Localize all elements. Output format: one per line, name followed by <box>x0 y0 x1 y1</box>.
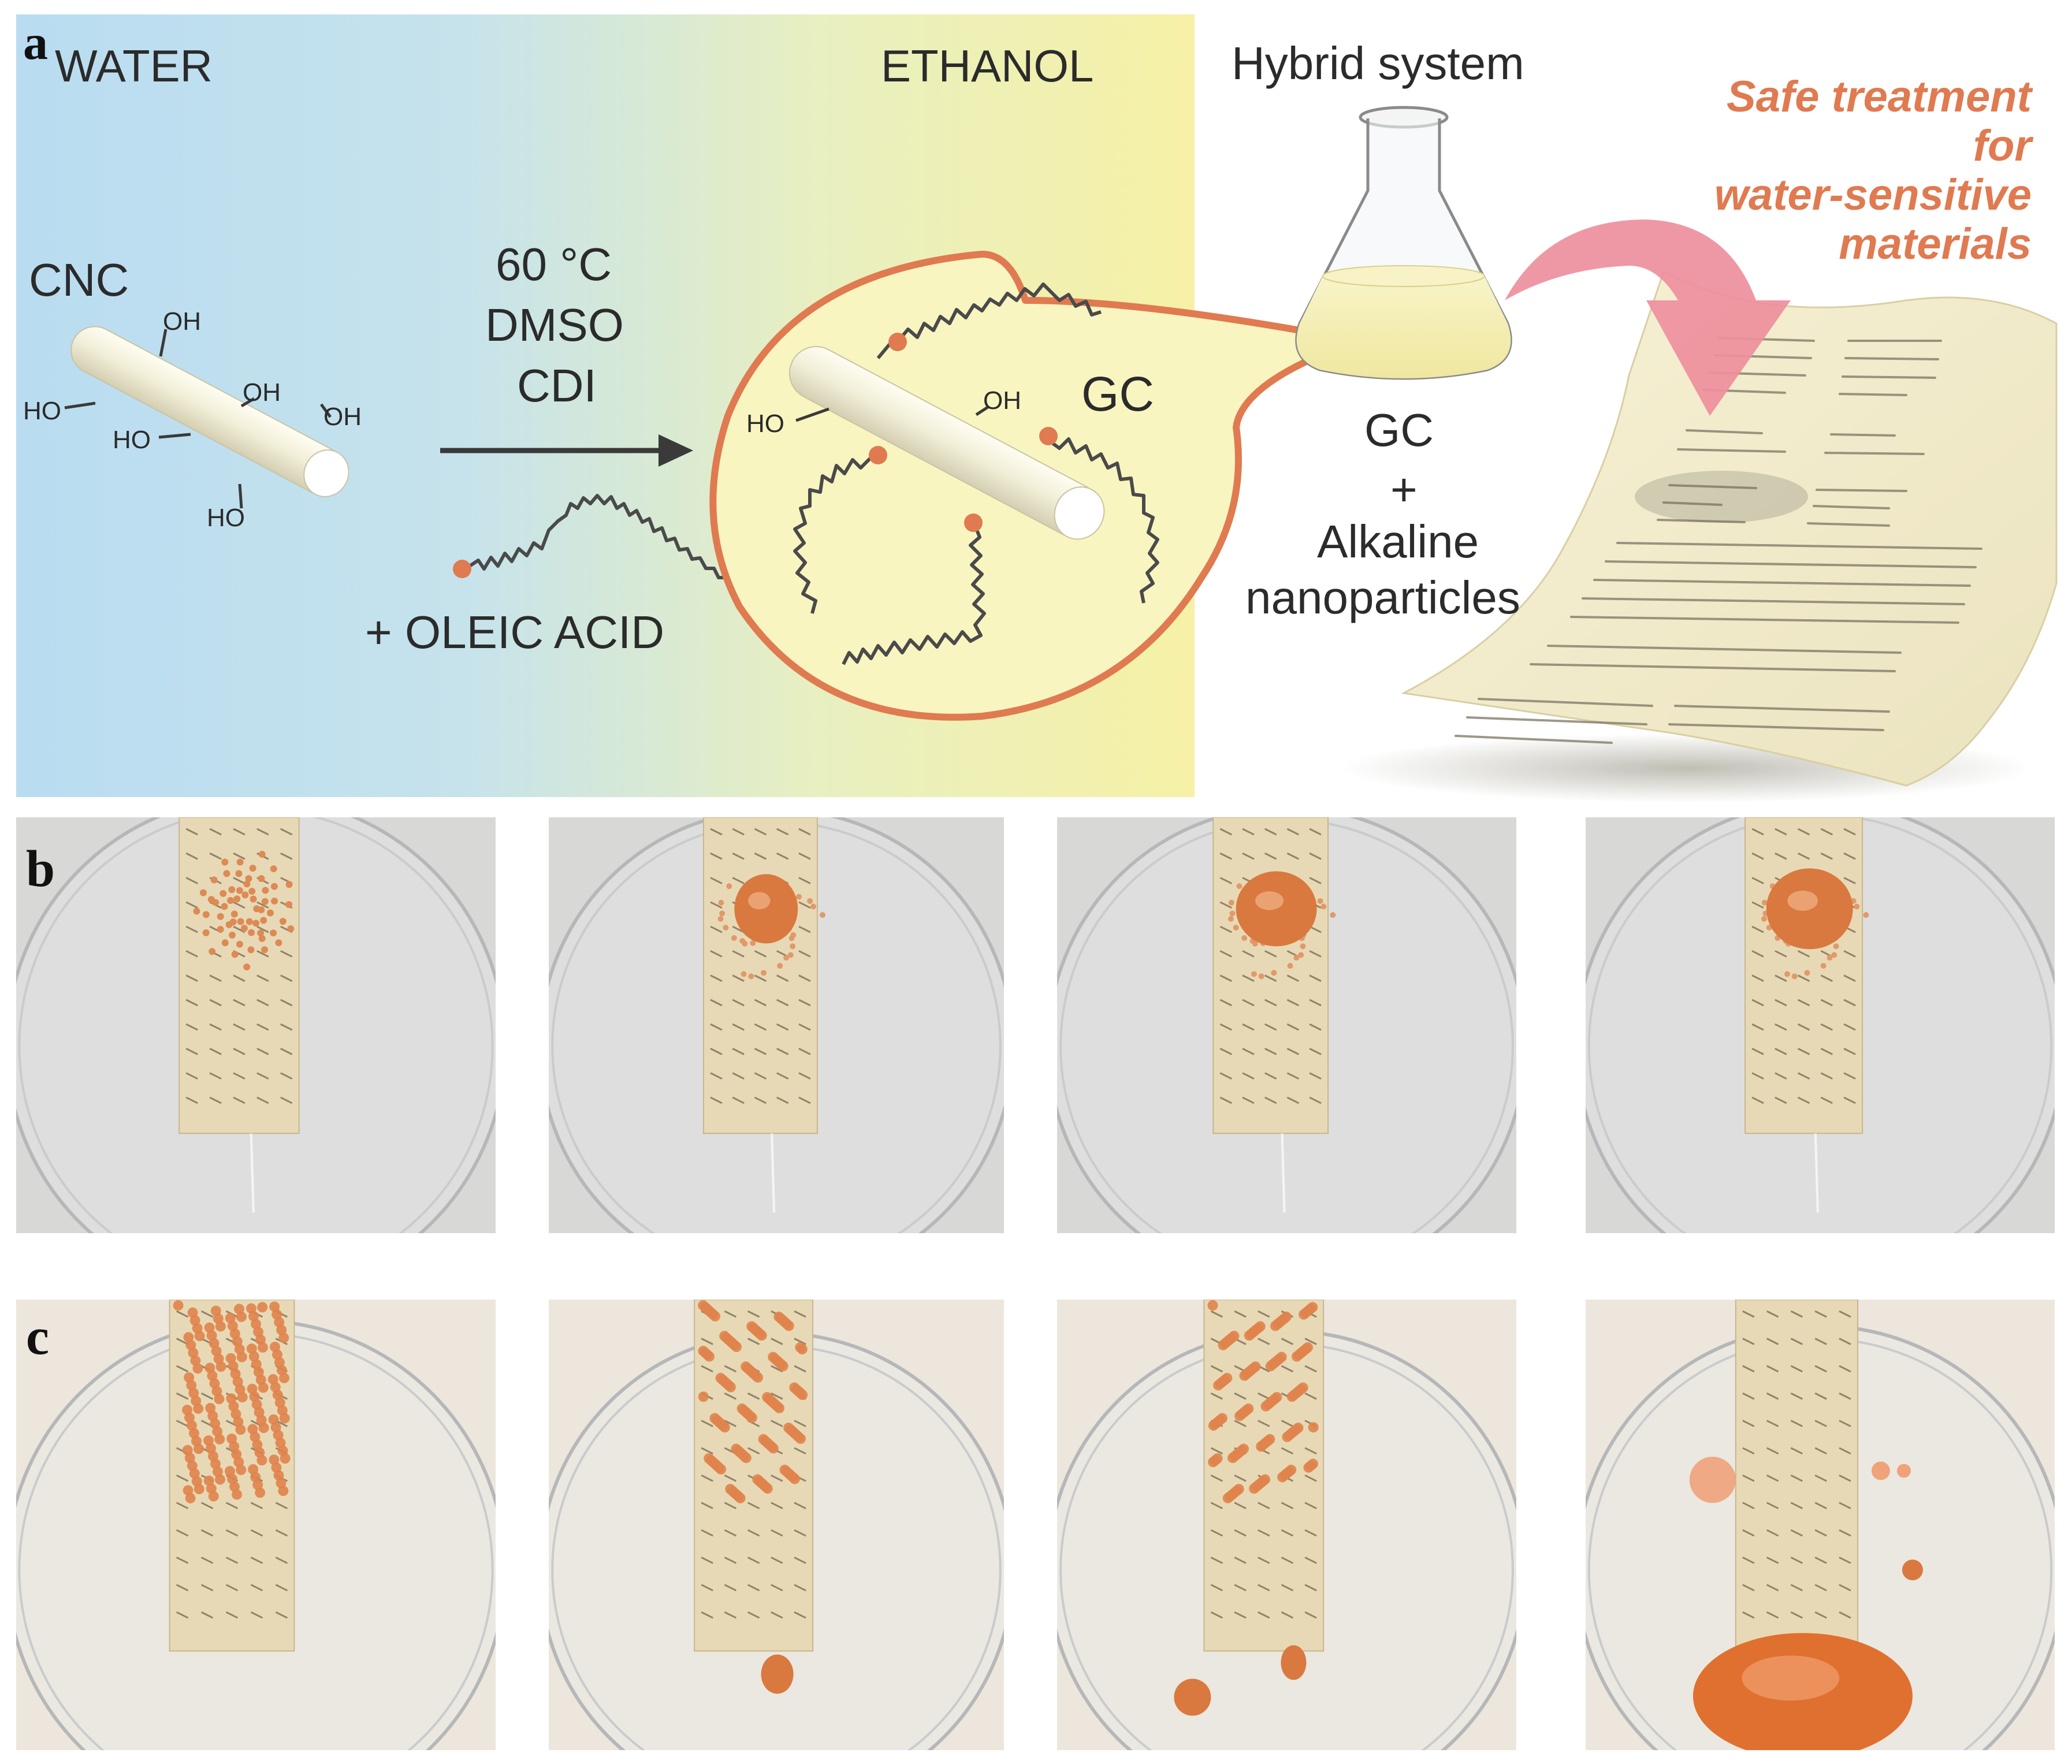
safe-treatment-line2: for <box>1973 121 2032 170</box>
gc-hydroxyl-oh: OH <box>983 386 1021 415</box>
cnc-hydroxyl-oh-mid: OH <box>243 378 281 407</box>
document-text-lines <box>1455 337 1982 744</box>
condition-temperature: 60 °C <box>496 239 612 290</box>
cnc-hydroxyl-ho-left: HO <box>23 397 61 425</box>
photo-c-3 <box>1057 1300 1516 1750</box>
oleic-acid-molecule <box>453 494 741 591</box>
panel-a-graphic <box>16 14 2058 803</box>
condition-solvent: DMSO <box>485 299 624 351</box>
cnc-hydroxyl-ho-bottom: HO <box>207 504 245 532</box>
cnc-hydroxyl-oh-top: OH <box>163 307 201 336</box>
photo-c-4 <box>1586 1300 2055 1750</box>
cnc-rod <box>64 326 349 509</box>
photo-b-2 <box>549 817 1004 1233</box>
flask <box>1295 106 1512 380</box>
safe-treatment-line4: materials <box>1839 219 2032 269</box>
panel-b-letter: b <box>26 840 55 898</box>
hybrid-system-title: Hybrid system <box>1232 38 1524 89</box>
cnc-hydroxyl-oh-right: OH <box>323 403 362 431</box>
hybrid-plus: + <box>1390 464 1418 515</box>
photo-b-4 <box>1586 817 2055 1233</box>
cnc-hydroxyl-ho-mid: HO <box>113 426 151 454</box>
document-paper <box>1340 270 2058 803</box>
gc-bubble-label: GC <box>1081 367 1154 421</box>
panel-b: b <box>0 817 2072 1274</box>
hybrid-component-alkaline: Alkaline <box>1317 516 1479 567</box>
curved-arrow <box>1505 219 1791 416</box>
panel-a: a WATER ETHANOL CNC OH HO OH OH HO HO 60… <box>0 0 2072 809</box>
photo-c-1 <box>16 1300 496 1750</box>
panel-c: c <box>0 1300 2072 1756</box>
condition-reagent: CDI <box>517 360 597 411</box>
ethanol-label: ETHANOL <box>881 40 1094 91</box>
photo-b-3 <box>1057 817 1516 1233</box>
water-label: WATER <box>55 40 213 91</box>
hybrid-component-nanoparticles: nanoparticles <box>1245 572 1520 623</box>
cnc-label: CNC <box>29 254 129 306</box>
safe-treatment-line1: Safe treatment <box>1727 72 2032 121</box>
safe-treatment-line3: water-sensitive <box>1714 170 2032 219</box>
hybrid-component-gc: GC <box>1364 404 1434 456</box>
panel-a-letter: a <box>23 14 48 70</box>
gc-bubble <box>709 251 1361 721</box>
oleic-acid-label: + OLEIC ACID <box>365 606 664 658</box>
panel-c-letter: c <box>26 1308 49 1365</box>
gc-hydroxyl-ho: HO <box>746 410 784 438</box>
photo-b-1 <box>16 817 496 1233</box>
photo-c-2 <box>549 1300 1004 1750</box>
reaction-arrow <box>440 434 693 467</box>
